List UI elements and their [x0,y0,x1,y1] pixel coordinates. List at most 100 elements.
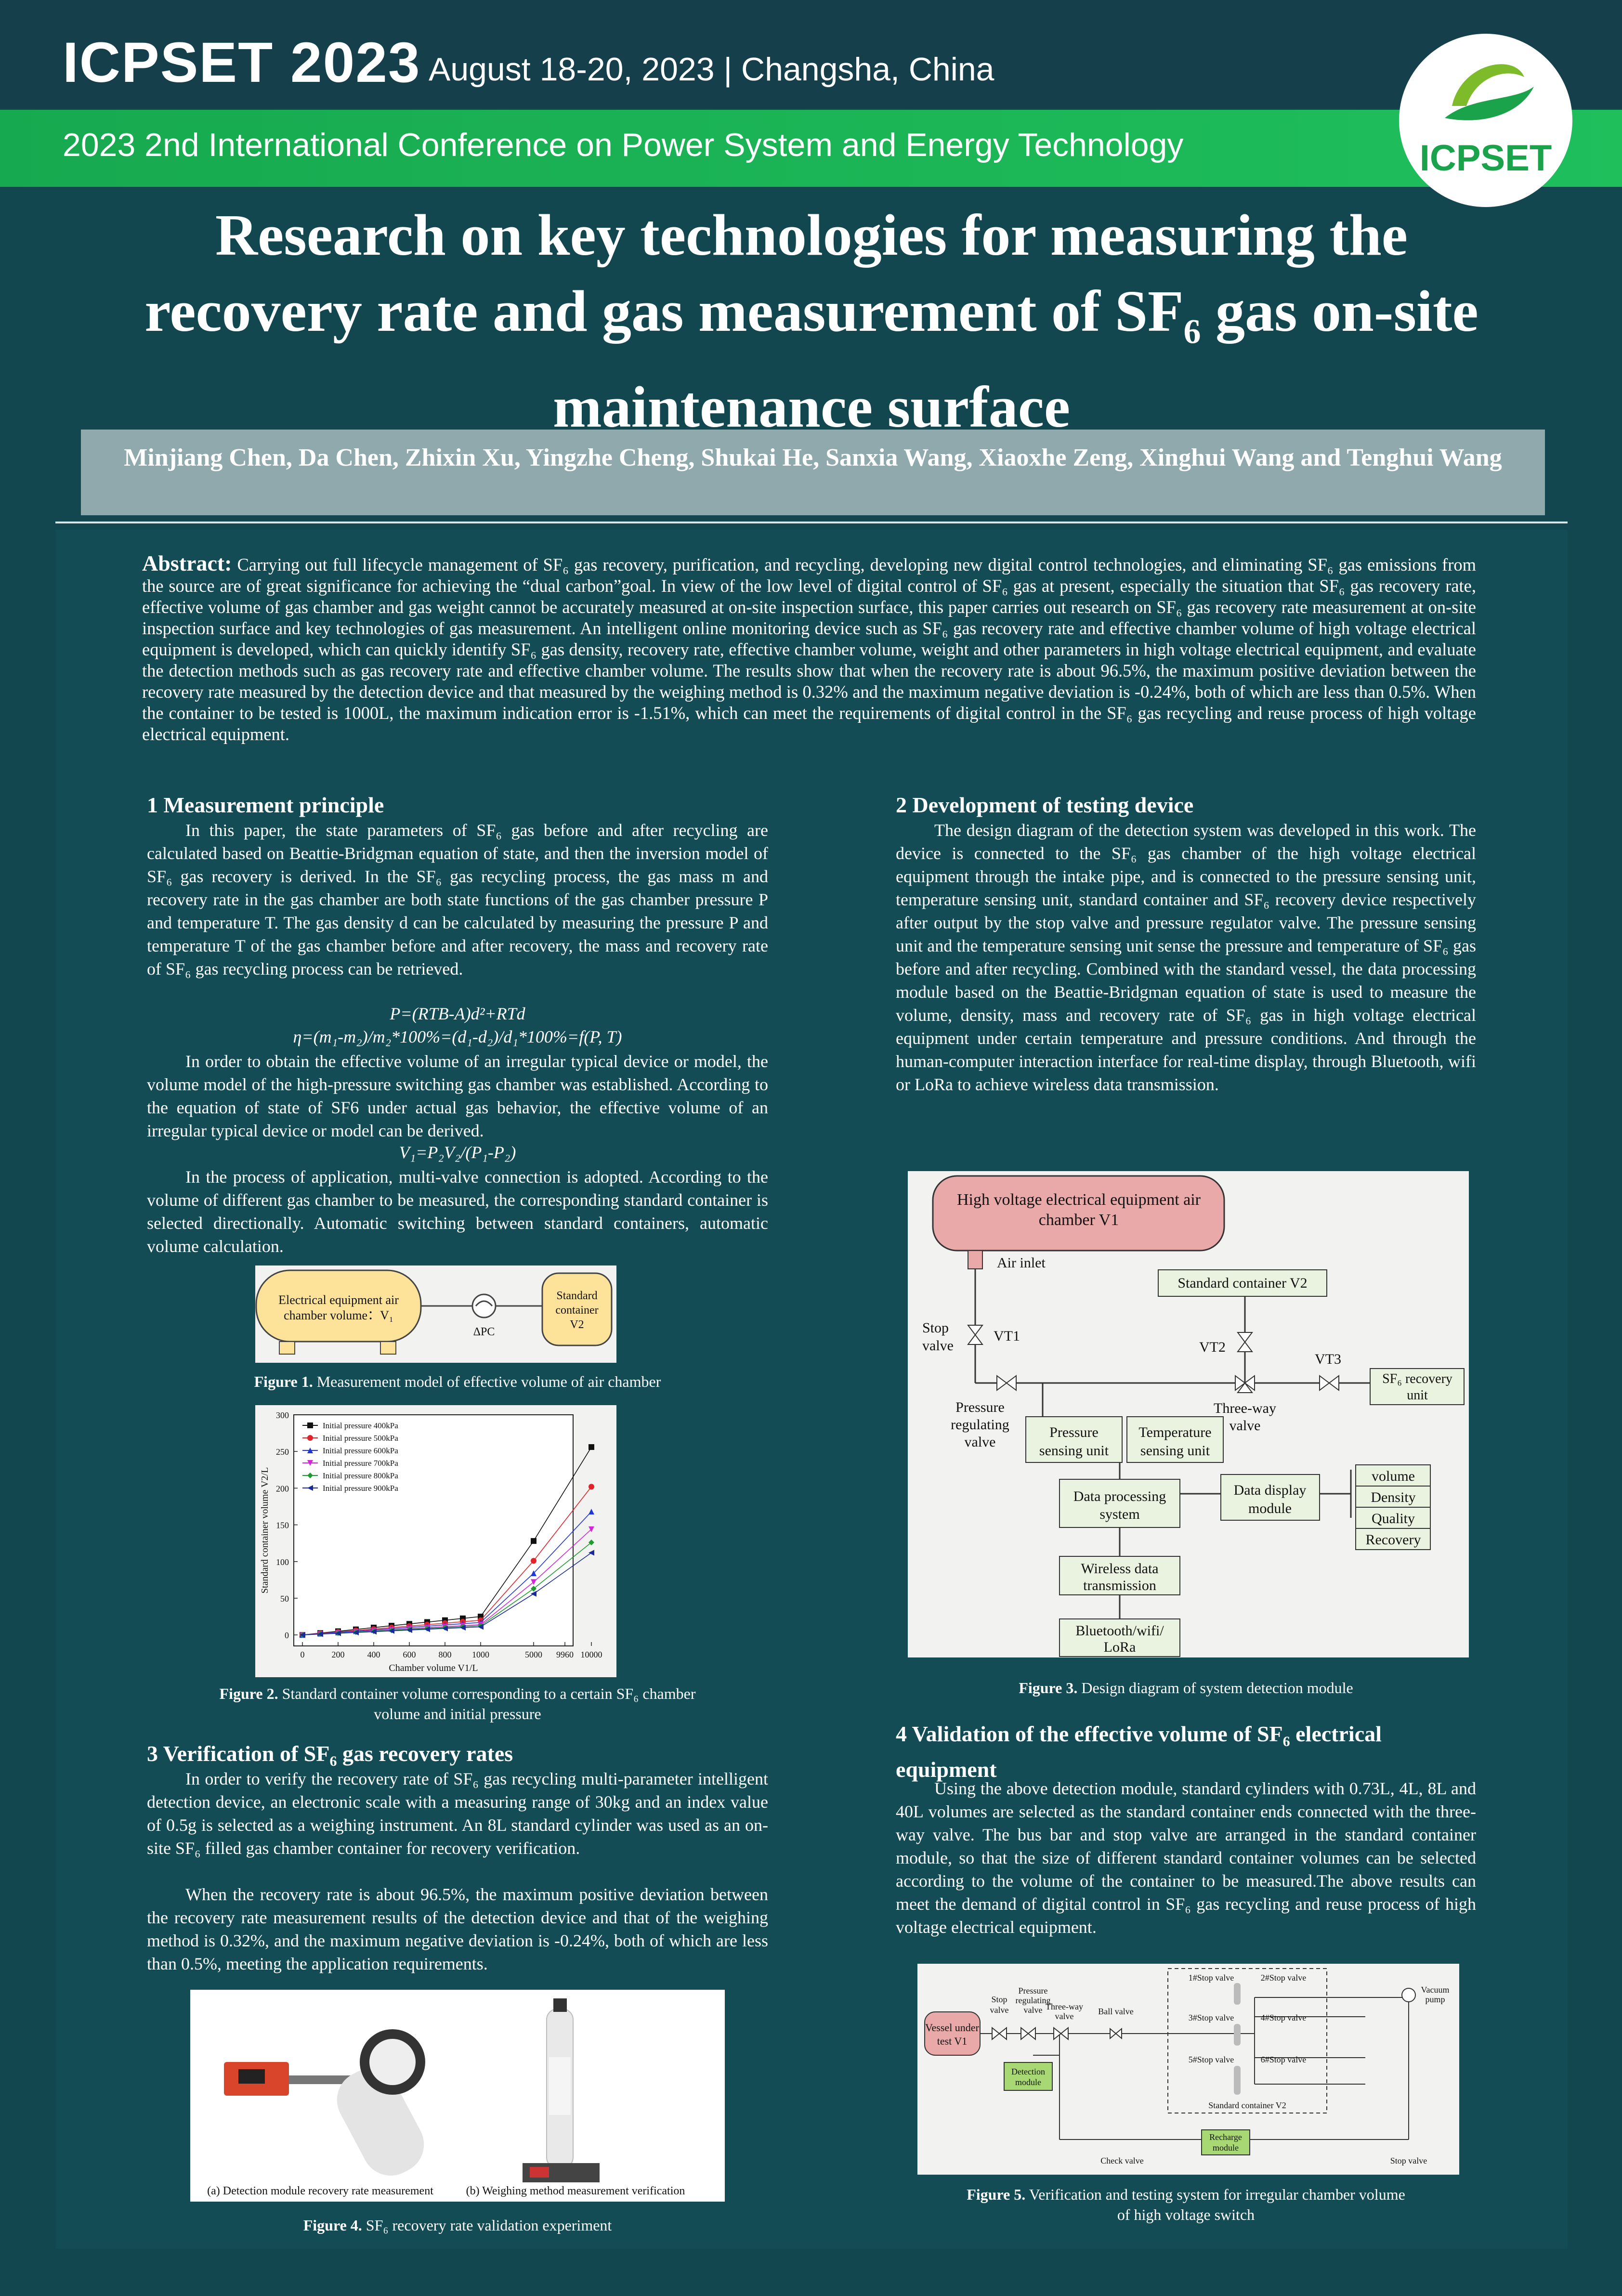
std-container-label: Standard container V2 [1208,2100,1286,2110]
std-label: container [555,1304,598,1317]
data-display-label: module [1248,1500,1292,1516]
x-tick-label: 5000 [525,1650,542,1659]
preg-label: Pressure [1019,1986,1048,1996]
figure-4: (a) Detection module recovery rate measu… [190,1990,725,2202]
measurement-model-diagram: Electrical equipment air chamber volume：… [255,1269,613,1355]
data-point [307,1422,313,1428]
data-point [300,1632,305,1638]
wireless-label: Wireless data [1081,1561,1158,1577]
output-label: Recovery [1366,1532,1421,1548]
subfigure-label: (b) Weighing method measurement verifica… [466,2185,685,2197]
figure-caption: Figure 1. Measurement model of effective… [147,1371,768,1392]
data-point [307,1460,313,1466]
data-point [531,1586,536,1592]
detection-label: Detection [1011,2067,1045,2076]
caption-text: of high voltage switch [1117,2206,1255,2223]
data-point [531,1591,536,1597]
conference-banner [0,110,1622,187]
stop-valve-1-label: 1#Stop valve [1189,1973,1234,1983]
author-list: Minjiang Chen, Da Chen, Zhixin Xu, Yingz… [81,430,1545,515]
data-point [589,1509,594,1515]
check-valve-label: Check valve [1100,2156,1143,2166]
x-tick-label: 400 [367,1650,380,1659]
data-point [589,1444,594,1450]
caption-label: Figure 5. [967,2186,1026,2203]
y-tick-label: 0 [285,1631,289,1640]
heading-text: 4 Validation of the effective volume of … [896,1722,1283,1746]
vt2-label: VT2 [1199,1339,1226,1355]
paragraph: In order to verify the recovery rate of … [147,1769,768,1858]
verification-system-diagram: Vessel under test V1 Stop valve Pressure… [924,1968,1450,2166]
three-way-valve-icon [1235,1375,1255,1393]
vt3-label: VT3 [1315,1351,1341,1367]
y-tick-label: 250 [276,1447,289,1457]
data-point [371,1629,377,1635]
x-tick-label: 600 [403,1650,416,1659]
data-processing-label: system [1099,1506,1139,1522]
stop-valve-3-label: 3#Stop valve [1189,2013,1234,2022]
vt1-label: VT1 [994,1328,1020,1344]
abstract-text: Carrying out full lifecycle management o… [142,555,1476,744]
pressure-reg-label: valve [965,1434,996,1450]
data-point [531,1570,536,1577]
heading-text: gas recovery rates [337,1741,513,1766]
y-tick-label: 50 [280,1594,289,1604]
paragraph: In order to obtain the effective volume … [147,1052,768,1140]
data-point [589,1484,594,1490]
x-tick-label: 9960 [556,1650,574,1659]
caption-label: Figure 1. [254,1373,313,1390]
figure-5: Vessel under test V1 Stop valve Pressure… [917,1964,1459,2175]
title-line: Research on key technologies for measuri… [215,203,1408,268]
stop-label: Stop [991,1995,1007,2004]
bluetooth-label: LoRa [1104,1639,1136,1655]
stop-valve-label: Stop valve [1390,2156,1427,2166]
logo-text: ICPSET [1419,138,1552,179]
data-display-label: Data display [1234,1482,1307,1498]
section-heading: 4 Validation of the effective volume of … [896,1722,1382,1782]
figure-caption: Figure 5. Verification and testing syste… [896,2184,1476,2225]
section-heading: 3 Verification of SF6 gas recovery rates [147,1741,513,1770]
title-line: recovery rate and gas measurement of SF6… [144,279,1478,351]
x-tick-label: 200 [332,1650,345,1659]
caption-label: Figure 3. [1019,1679,1078,1696]
data-point [424,1626,430,1632]
caption-text: Measurement model of effective volume of… [313,1373,661,1390]
recovery-unit-label: SF₆ recovery [1382,1371,1452,1386]
section-heading: 2 Development of testing device [896,793,1194,817]
vacuum-label: Vacuum [1421,1985,1450,1995]
stop-valve-2-label: 2#Stop valve [1261,1973,1307,1983]
conference-short-name: ICPSET 2023 [63,31,421,94]
data-point [307,1473,313,1478]
figure-1: Electrical equipment air chamber volume：… [255,1265,616,1363]
pressure-reg-label: Pressure [955,1399,1005,1415]
tank-label: chamber volume：V₁ [284,1308,393,1322]
title-line: maintenance surface [552,375,1071,440]
system-detection-diagram: High voltage electrical equipment air ch… [922,1175,1465,1657]
title-text: gas on-site [1201,279,1478,344]
stop-valve-5-label: 5#Stop valve [1189,2055,1234,2064]
hv-box-label: chamber V1 [1039,1211,1119,1229]
three-way-label: valve [1230,1418,1261,1434]
data-point [589,1526,594,1532]
caption-text: volume and initial pressure [374,1705,541,1722]
weighing-scale-photo [523,1998,600,2182]
pressure-regulating-valve-icon [996,1375,1017,1391]
data-point [589,1539,594,1546]
data-point [531,1579,536,1585]
vacuum-label: pump [1425,1995,1445,2004]
three-way-label: Three-way [1214,1400,1276,1416]
paragraph: In this paper, the state parameters of S… [147,821,768,978]
ball-valve-icon [1110,2027,1122,2040]
caption-text: Standard container volume corresponding … [278,1685,696,1702]
gauge-label: ΔPC [473,1326,495,1338]
detection-device-photo [224,2029,425,2176]
output-label: Density [1371,1489,1415,1505]
abstract: Abstract: Carrying out full lifecycle ma… [142,552,1476,745]
legend-label: Initial pressure 700kPa [323,1459,398,1468]
data-point [589,1550,594,1556]
pressure-unit-label: sensing unit [1039,1443,1109,1459]
validation-experiment-photos: (a) Detection module recovery rate measu… [207,1998,685,2197]
recharge-label: module [1213,2143,1239,2152]
pressure-gauge-icon [471,1293,497,1318]
conference-logo: ICPSET [1399,34,1572,207]
